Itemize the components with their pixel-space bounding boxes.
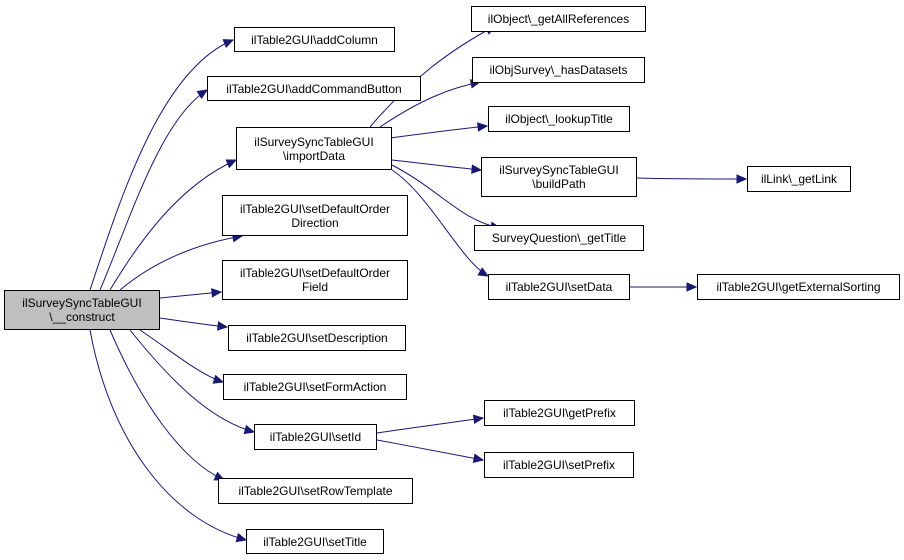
edge-importData-to-setData	[391, 169, 489, 277]
arrowhead-getExternalSorting	[686, 282, 698, 292]
arrowhead-setFormAction	[212, 374, 225, 384]
node-getAllReferences[interactable]: ilObject\_getAllReferences	[471, 6, 646, 32]
edge-setId-to-setPrefix	[376, 439, 484, 461]
arrowhead-setPrefix	[472, 453, 485, 463]
node-setRowTemplate[interactable]: ilTable2GUI\setRowTemplate	[218, 478, 413, 504]
edge-root-to-importData	[109, 159, 237, 291]
edge-importData-to-getQTitle	[391, 164, 501, 229]
edge-root-to-setDescription	[159, 317, 228, 328]
arrowhead-setDefaultOrderField	[211, 288, 223, 298]
arrowhead-addColumn	[222, 39, 235, 49]
node-getExternalSorting[interactable]: ilTable2GUI\getExternalSorting	[697, 274, 900, 300]
edge-root-to-setTitle	[89, 329, 247, 541]
arrowhead-setId	[243, 424, 256, 435]
node-importData[interactable]: ilSurveySyncTableGUI \importData	[236, 127, 392, 170]
edge-root-to-setId	[129, 329, 255, 433]
arrowhead-getPrefix	[472, 414, 485, 425]
node-addCommandButton[interactable]: ilTable2GUI\addCommandButton	[207, 76, 421, 101]
node-root[interactable]: ilSurveySyncTableGUI \__construct	[4, 290, 160, 330]
arrowhead-importData	[225, 159, 238, 169]
node-setDescription[interactable]: ilTable2GUI\setDescription	[228, 325, 406, 351]
edge-buildPath-to-getLink	[636, 177, 747, 180]
node-setFormAction[interactable]: ilTable2GUI\setFormAction	[223, 374, 407, 400]
node-setDefaultOrderField[interactable]: ilTable2GUI\setDefaultOrder Field	[222, 260, 408, 300]
edge-importData-to-getAllReferences	[369, 25, 496, 128]
edge-importData-to-lookupTitle	[389, 125, 488, 139]
node-buildPath[interactable]: ilSurveySyncTableGUI \buildPath	[481, 157, 637, 197]
arrowhead-setData	[477, 267, 490, 277]
node-setTitle[interactable]: ilTable2GUI\setTitle	[246, 529, 384, 554]
arrowhead-buildPath	[471, 164, 483, 174]
node-setPrefix[interactable]: ilTable2GUI\setPrefix	[484, 452, 634, 478]
arrowhead-getLink	[736, 174, 748, 184]
edge-root-to-setFormAction	[139, 329, 224, 383]
edge-importData-to-buildPath	[391, 159, 482, 171]
edge-importData-to-hasDatasets	[379, 81, 481, 128]
arrowhead-setTitle	[235, 532, 248, 543]
node-setDefaultOrderDirection[interactable]: ilTable2GUI\setDefaultOrder Direction	[222, 195, 408, 236]
node-hasDatasets[interactable]: ilObjSurvey\_hasDatasets	[472, 57, 645, 83]
edge-root-to-setRowTemplate	[109, 329, 225, 481]
node-getPrefix[interactable]: ilTable2GUI\getPrefix	[484, 400, 635, 426]
edge-setId-to-getPrefix	[376, 417, 484, 434]
node-addColumn[interactable]: ilTable2GUI\addColumn	[234, 27, 395, 52]
node-setData[interactable]: ilTable2GUI\setData	[488, 274, 630, 300]
edge-root-to-setDefaultOrderDirection	[119, 235, 243, 291]
node-getLink[interactable]: ilLink\_getLink	[747, 166, 851, 192]
node-getQTitle[interactable]: SurveyQuestion\_getTitle	[474, 225, 644, 251]
edge-root-to-addColumn	[89, 39, 234, 291]
edge-root-to-addCommandButton	[99, 89, 208, 291]
node-lookupTitle[interactable]: ilObject\_lookupTitle	[488, 106, 630, 132]
arrowhead-lookupTitle	[477, 122, 489, 132]
node-setId[interactable]: ilTable2GUI\setId	[254, 424, 377, 450]
arrowhead-addCommandButton	[196, 89, 209, 100]
arrowhead-setDescription	[217, 321, 229, 331]
